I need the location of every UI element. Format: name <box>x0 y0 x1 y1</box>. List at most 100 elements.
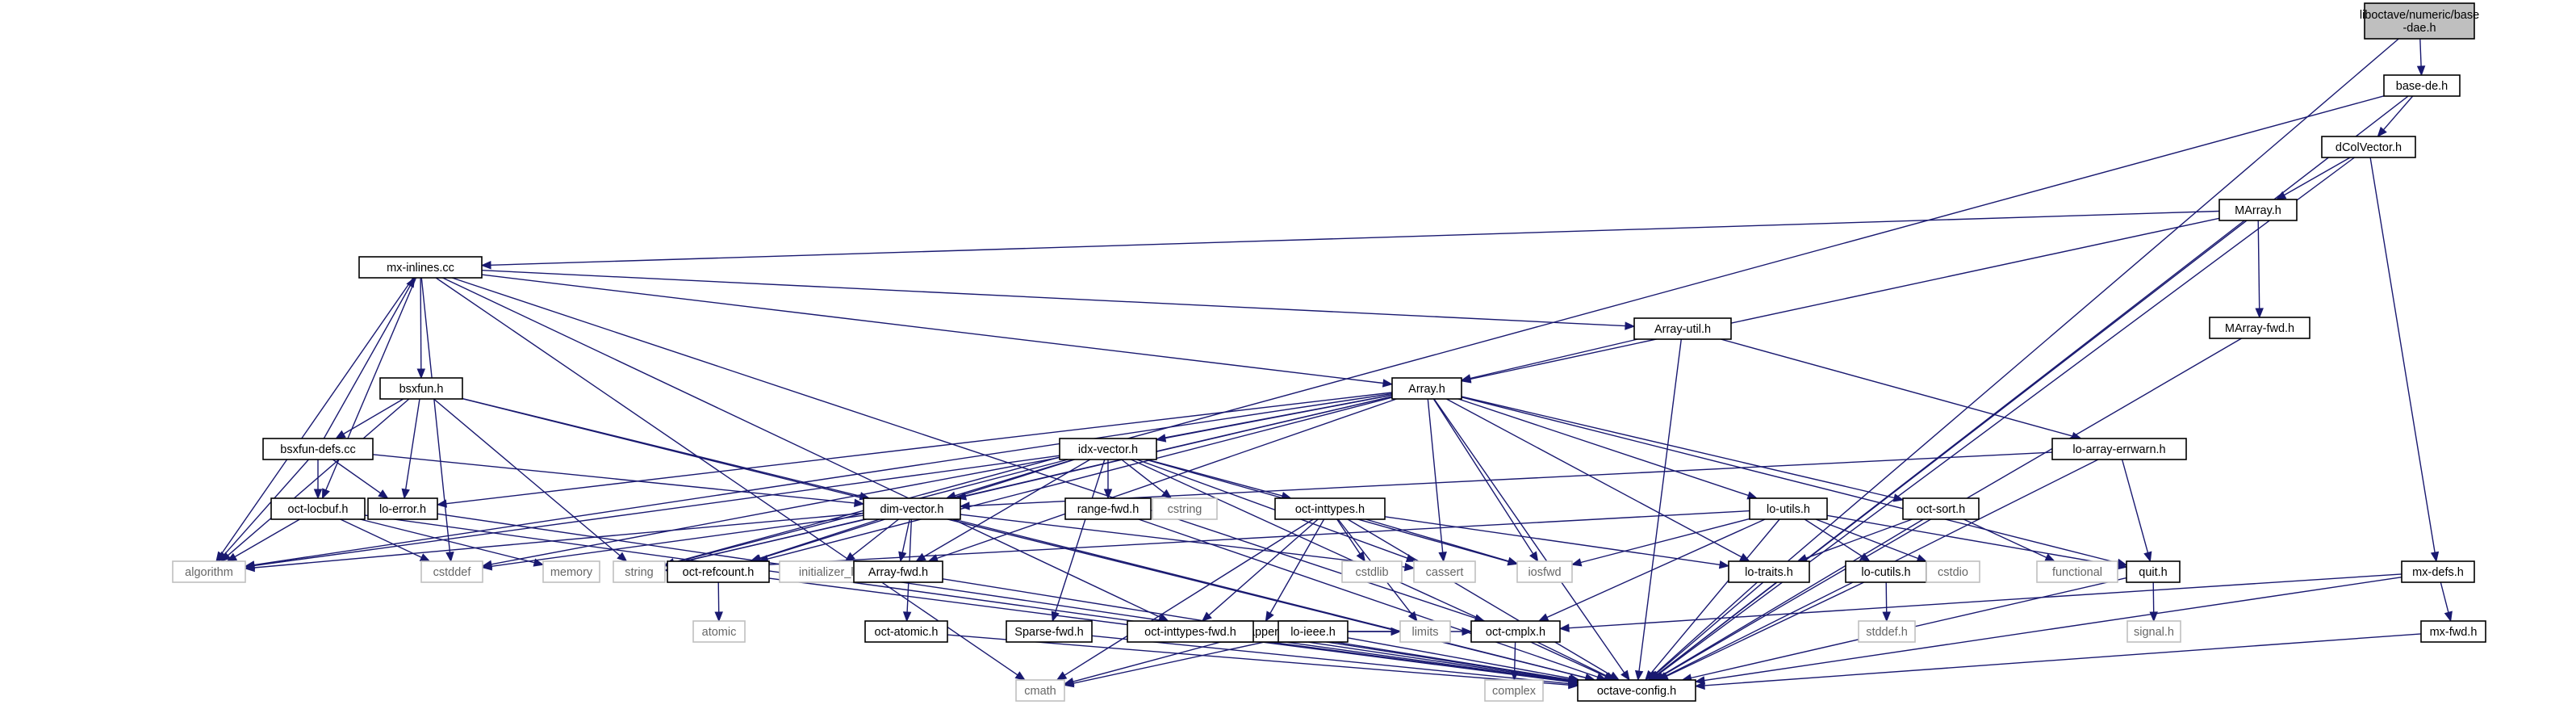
node-label: oct-sort.h <box>1917 503 1965 516</box>
node-label: Array.h <box>1408 383 1445 396</box>
edge-line <box>1651 519 1779 674</box>
edge-arrowhead <box>1015 672 1025 680</box>
node-oct-refcount[interactable]: oct-refcount.h <box>667 561 769 582</box>
node-root[interactable]: liboctave/numeric/base-dae.h <box>2360 3 2479 39</box>
node-lo-traits[interactable]: lo-traits.h <box>1729 561 1809 582</box>
node-array[interactable]: Array.h <box>1392 378 1462 399</box>
include-edge-idx_vector-to-range_fwd <box>1105 460 1112 498</box>
node-bsxfun[interactable]: bsxfun.h <box>380 378 462 399</box>
edge-arrowhead <box>378 490 388 498</box>
node-marray-fwd[interactable]: MArray-fwd.h <box>2210 317 2310 338</box>
node-oct-inttypes[interactable]: oct-inttypes.h <box>1275 498 1385 519</box>
edge-arrowhead <box>715 612 722 621</box>
node-lo-ieee[interactable]: lo-ieee.h <box>1278 621 1348 642</box>
edge-line <box>1458 399 1748 496</box>
node-oct-inttypes-fwd[interactable]: oct-inttypes-fwd.h <box>1127 621 1253 642</box>
edge-arrowhead <box>1439 552 1446 561</box>
node-lo-array-errwarn[interactable]: lo-array-errwarn.h <box>2052 439 2186 460</box>
node-array-fwd[interactable]: Array-fwd.h <box>854 561 943 582</box>
node-oct-locbuf[interactable]: oct-locbuf.h <box>271 498 365 519</box>
edge-line <box>1428 399 1442 552</box>
edge-line <box>1662 519 1923 675</box>
edge-line <box>1704 634 2421 686</box>
edge-line <box>1064 519 1313 675</box>
node-label: Sparse-fwd.h <box>1014 626 1083 639</box>
node-lo-error[interactable]: lo-error.h <box>368 498 437 519</box>
node-quit[interactable]: quit.h <box>2126 561 2180 582</box>
node-iosfwd: iosfwd <box>1517 561 1572 582</box>
node-cstdio: cstdio <box>1926 561 1980 582</box>
node-array-util[interactable]: Array-util.h <box>1634 318 1731 339</box>
edge-arrowhead <box>1409 612 1417 621</box>
edge-line <box>1804 519 1862 556</box>
node-sparse-fwd[interactable]: Sparse-fwd.h <box>1006 621 1092 642</box>
node-cstddef: cstddef <box>421 561 483 582</box>
node-dim-vector[interactable]: dim-vector.h <box>864 498 960 519</box>
edge-arrowhead <box>2045 554 2055 561</box>
include-edge-idx_vector-to-cstring <box>1122 460 1172 498</box>
node-range-fwd[interactable]: range-fwd.h <box>1065 498 1151 519</box>
node-idx-vector[interactable]: idx-vector.h <box>1060 439 1156 460</box>
node-mx-defs[interactable]: mx-defs.h <box>2402 561 2474 582</box>
node-oct-atomic[interactable]: oct-atomic.h <box>865 621 947 642</box>
edge-line <box>852 519 898 556</box>
node-label: dColVector.h <box>2336 141 2402 154</box>
node-label: bsxfun.h <box>399 383 444 396</box>
node-functional: functional <box>2037 561 2118 582</box>
edge-line <box>1658 157 2354 674</box>
edge-line <box>1307 639 1569 680</box>
edge-arrowhead <box>1383 380 1393 387</box>
node-label: stddef.h <box>1866 626 1908 639</box>
edge-arrowhead <box>402 489 409 498</box>
include-edge-marray-to-array <box>1462 218 2219 383</box>
edge-line <box>1569 574 2402 628</box>
node-lo-utils[interactable]: lo-utils.h <box>1750 498 1827 519</box>
node-marray[interactable]: MArray.h <box>2219 199 2297 220</box>
node-oct-sort[interactable]: oct-sort.h <box>1903 498 1979 519</box>
edge-line <box>1073 642 1221 682</box>
edge-line <box>1537 642 1608 676</box>
node-label: Array-fwd.h <box>868 566 928 579</box>
node-label: lo-utils.h <box>1767 503 1810 516</box>
edge-arrowhead <box>916 554 926 561</box>
edge-line <box>491 212 2219 266</box>
include-edge-bsxfun-to-lo_error <box>402 399 420 498</box>
node-base-de[interactable]: base-de.h <box>2384 75 2460 96</box>
edge-line <box>420 278 421 369</box>
node-atomic: atomic <box>693 621 745 642</box>
node-label: atomic <box>702 626 737 639</box>
include-edge-root-to-base_de <box>2418 39 2425 75</box>
edge-arrowhead <box>437 500 446 507</box>
node-label: Array-util.h <box>1654 323 1711 336</box>
node-mx-fwd[interactable]: mx-fwd.h <box>2421 621 2486 642</box>
node-label: oct-inttypes.h <box>1295 503 1365 516</box>
node-label: oct-locbuf.h <box>288 503 349 516</box>
node-octave-config[interactable]: octave-config.h <box>1578 680 1696 701</box>
include-edge-bsxfun_defs-to-mx_inlines <box>324 278 414 439</box>
edge-line <box>1886 582 1887 612</box>
include-edge-lo_cutils-to-octave_config <box>1658 582 1863 680</box>
include-edge-array-to-array_fwd <box>929 399 1397 562</box>
include-edge-mx_fwd-to-octave_config <box>1696 634 2421 690</box>
node-dcolvector[interactable]: dColVector.h <box>2322 136 2415 157</box>
node-label: lo-error.h <box>379 503 426 516</box>
node-bsxfun-defs[interactable]: bsxfun-defs.cc <box>263 439 373 460</box>
include-edge-bsxfun_defs-to-oct_locbuf <box>315 460 322 498</box>
edge-arrowhead <box>1057 672 1067 680</box>
node-label: functional <box>2052 566 2102 579</box>
include-edge-bsxfun-to-algorithm <box>221 399 409 561</box>
node-lo-cutils[interactable]: lo-cutils.h <box>1846 561 1926 582</box>
node-string: string <box>613 561 665 582</box>
node-label: base-de.h <box>2396 80 2448 93</box>
edge-arrowhead <box>1265 611 1273 621</box>
include-edge-dcolvector-to-marray <box>2277 157 2350 199</box>
edge-arrowhead <box>2277 192 2286 199</box>
node-mx-inlines[interactable]: mx-inlines.cc <box>359 257 482 278</box>
include-edge-lo_utils-to-iosfwd <box>1572 518 1750 565</box>
edge-arrowhead <box>1893 494 1903 501</box>
include-edge-lo_utils-to-cstdio <box>1816 519 1926 562</box>
include-edge-marray-to-marray_fwd <box>2256 220 2263 317</box>
node-oct-cmplx[interactable]: oct-cmplx.h <box>1471 621 1560 642</box>
include-edge-bsxfun_defs-to-lo_error <box>332 460 387 498</box>
edge-line <box>482 271 1625 326</box>
